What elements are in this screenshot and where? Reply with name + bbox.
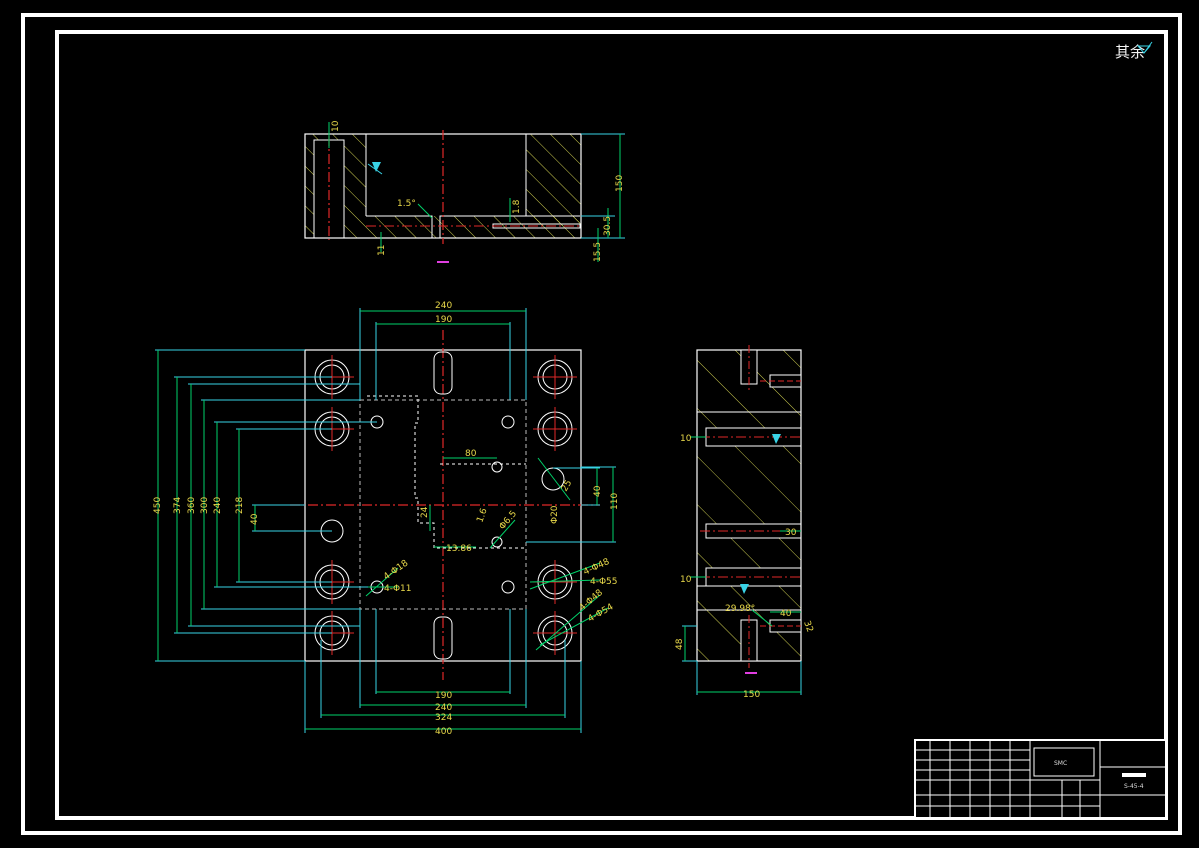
dim-right-40: 40 <box>593 485 603 497</box>
dim-side-30: 30 <box>785 528 797 538</box>
callout-holes-phi55: 4-Φ55 <box>590 577 618 587</box>
inner-border <box>55 30 1168 820</box>
dim-left-374: 374 <box>173 497 183 514</box>
dim-left-450: 450 <box>153 497 163 514</box>
roughness-note: 其余 <box>1115 43 1145 61</box>
callout-holes-phi48: 4-Φ48 <box>582 557 611 578</box>
dim-30-5: 30.5 <box>603 216 613 236</box>
dim-left-240: 240 <box>213 497 223 514</box>
dim-right-80: 80 <box>465 449 477 459</box>
dim-bottom-400: 400 <box>435 727 452 737</box>
title-block-drawing-no: S-45-4 <box>1124 783 1144 790</box>
dim-top-10: 10 <box>331 120 341 132</box>
dim-center-13-86: 13.86 <box>446 544 472 554</box>
dim-draft: 1.5° <box>397 199 416 209</box>
dim-height-150: 150 <box>615 175 625 192</box>
dim-depth-1-8: 1.8 <box>512 199 522 214</box>
dim-bottom-240: 240 <box>435 703 452 713</box>
dim-side-10-bottom: 10 <box>680 575 692 585</box>
callout-holes-phi18: 4-Φ18 <box>382 558 410 582</box>
dim-bottom-190: 190 <box>435 691 452 701</box>
dim-side-150: 150 <box>743 690 760 700</box>
dim-left-300: 300 <box>200 497 210 514</box>
dim-center-phi-20: Φ20 <box>550 505 560 524</box>
dim-left-40: 40 <box>250 513 260 525</box>
dim-top-190: 190 <box>435 315 452 325</box>
top-section-view: 10 1.5° 1.8 150 30.5 15.5 11 <box>304 120 625 263</box>
dim-15-5: 15.5 <box>593 242 603 262</box>
dim-bottom-324: 324 <box>435 713 452 723</box>
outer-border <box>21 13 1182 835</box>
dim-11: 11 <box>377 245 387 256</box>
dim-top-240: 240 <box>435 301 452 311</box>
side-section-view: 10 10 30 29.98° 40 32 48 150 <box>675 345 814 700</box>
dim-center-1-6: 1.6 <box>475 507 489 524</box>
title-block: SMC S-45-4 <box>914 739 1167 819</box>
title-block-logo: SMC <box>1054 760 1067 767</box>
dim-center-phi-6-5: Φ6.5 <box>498 509 519 532</box>
dim-left-360: 360 <box>187 497 197 514</box>
plan-view: 240 190 190 240 324 400 450 374 360 <box>153 301 620 737</box>
dim-side-angle: 29.98° <box>725 604 755 614</box>
dim-side-40: 40 <box>780 609 792 619</box>
callout-holes-phi11: 4-Φ11 <box>384 584 412 594</box>
dim-center-24: 24 <box>420 506 430 518</box>
dim-side-32: 32 <box>801 620 814 634</box>
dim-radius-25: 25 <box>560 479 574 494</box>
dim-side-48: 48 <box>675 638 685 650</box>
dim-side-10-top: 10 <box>680 434 692 444</box>
roughness-symbol-icon <box>1136 41 1153 54</box>
dim-left-218: 218 <box>235 497 245 514</box>
dim-right-110: 110 <box>610 493 620 510</box>
